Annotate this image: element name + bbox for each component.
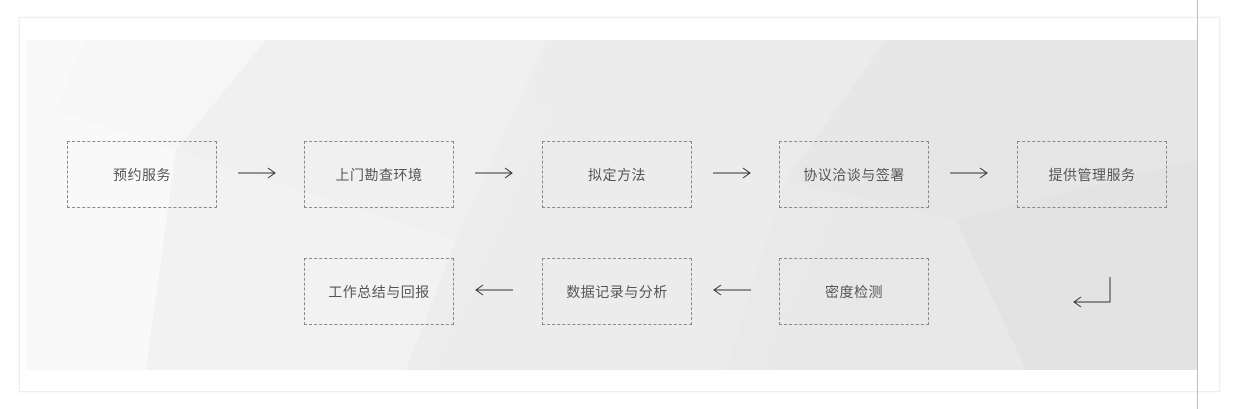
arrow-right-icon (713, 167, 751, 179)
guide-line (1197, 0, 1198, 409)
step-summary-report: 工作总结与回报 (304, 258, 454, 325)
arrow-right-icon (475, 167, 513, 179)
step-agreement: 协议洽谈与签署 (779, 141, 929, 208)
arrow-left-icon (713, 284, 751, 296)
arrow-right-icon (950, 167, 988, 179)
arrow-right-icon (238, 167, 276, 179)
step-density-test: 密度检测 (779, 258, 929, 325)
arrow-left-icon (475, 284, 513, 296)
step-management-service: 提供管理服务 (1017, 141, 1167, 208)
step-data-analysis: 数据记录与分析 (542, 258, 692, 325)
arrow-return-icon (1073, 277, 1111, 308)
step-reservation: 预约服务 (67, 141, 217, 208)
step-plan-method: 拟定方法 (542, 141, 692, 208)
step-site-survey: 上门勘查环境 (304, 141, 454, 208)
